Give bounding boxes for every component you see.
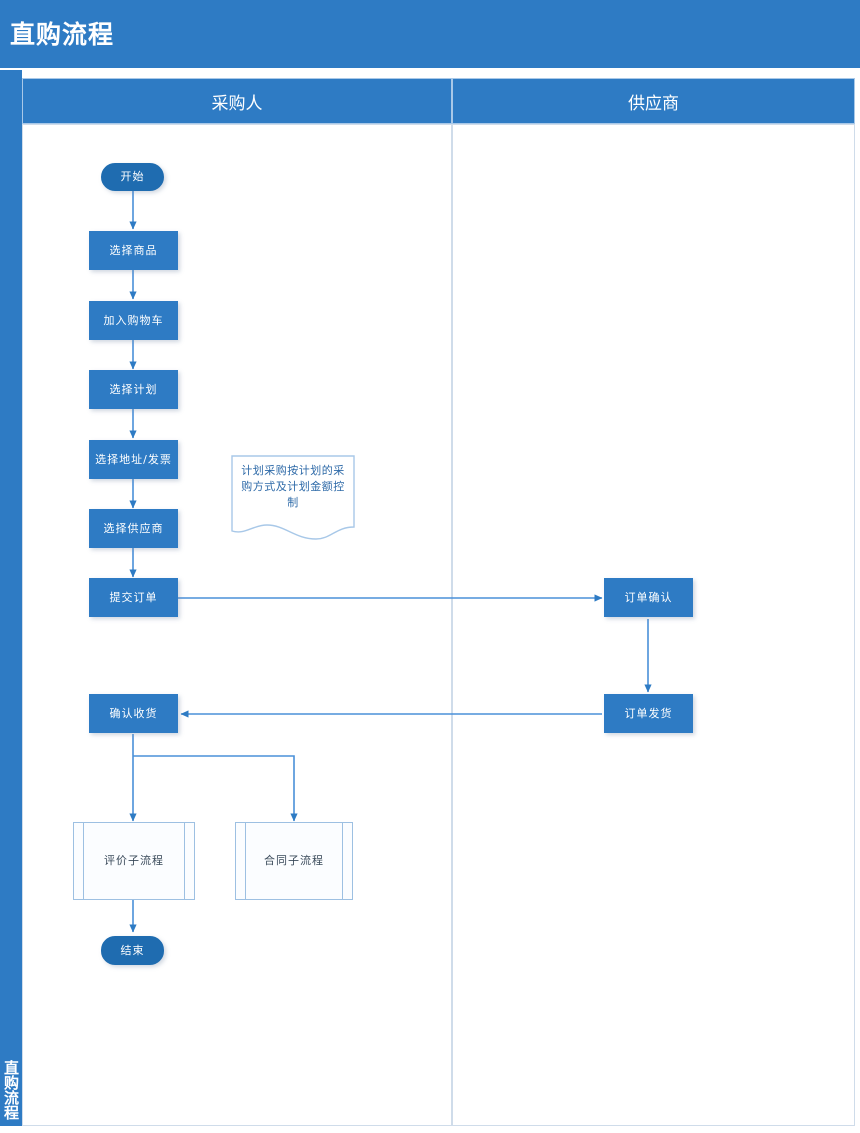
page-title: 直购流程 xyxy=(10,20,115,49)
node-select-address-invoice[interactable]: 选择地址/发票 xyxy=(89,440,178,479)
node-subprocess-contract-label: 合同子流程 xyxy=(264,854,324,867)
title-bar: 直购流程 xyxy=(0,0,860,68)
node-confirm-receipt-label: 确认收货 xyxy=(109,706,158,720)
node-add-cart-label: 加入购物车 xyxy=(103,313,164,327)
node-end[interactable]: 结束 xyxy=(101,936,164,965)
node-select-plan[interactable]: 选择计划 xyxy=(89,370,178,409)
lane-header-buyer-label: 采购人 xyxy=(211,93,263,114)
node-add-cart[interactable]: 加入购物车 xyxy=(89,301,178,340)
node-order-ship-label: 订单发货 xyxy=(624,706,673,720)
pool-label: 直购流程 xyxy=(0,70,22,1126)
node-select-address-invoice-label: 选择地址/发票 xyxy=(95,452,172,466)
annotation-note: 计划采购按计划的采购方式及计划金额控制 xyxy=(231,455,355,543)
edge-confirm-recv-to-sub-contract xyxy=(133,755,298,822)
pool-label-text: 直购流程 xyxy=(2,1060,20,1120)
node-confirm-receipt[interactable]: 确认收货 xyxy=(89,694,178,733)
node-order-ship[interactable]: 订单发货 xyxy=(604,694,693,733)
lane-body-buyer xyxy=(22,124,452,1126)
node-end-label: 结束 xyxy=(120,943,145,957)
node-subprocess-review-label: 评价子流程 xyxy=(104,854,164,867)
lane-body-supplier xyxy=(452,124,855,1126)
lane-header-buyer: 采购人 xyxy=(22,78,452,124)
node-select-plan-label: 选择计划 xyxy=(109,382,158,396)
node-select-goods-label: 选择商品 xyxy=(109,243,158,257)
node-subprocess-review[interactable]: 评价子流程 xyxy=(73,822,195,900)
node-submit-order-label: 提交订单 xyxy=(109,590,158,604)
annotation-note-text: 计划采购按计划的采购方式及计划金额控制 xyxy=(241,464,345,509)
node-subprocess-contract[interactable]: 合同子流程 xyxy=(235,822,353,900)
node-submit-order[interactable]: 提交订单 xyxy=(89,578,178,617)
node-order-confirm[interactable]: 订单确认 xyxy=(604,578,693,617)
lane-header-supplier: 供应商 xyxy=(452,78,855,124)
node-select-goods[interactable]: 选择商品 xyxy=(89,231,178,270)
lane-header-supplier-label: 供应商 xyxy=(628,93,679,114)
node-start-label: 开始 xyxy=(120,170,145,183)
node-select-vendor[interactable]: 选择供应商 xyxy=(89,509,178,548)
note-shape xyxy=(231,455,355,540)
node-start[interactable]: 开始 xyxy=(101,163,164,191)
node-select-vendor-label: 选择供应商 xyxy=(103,521,164,535)
node-order-confirm-label: 订单确认 xyxy=(624,590,673,604)
